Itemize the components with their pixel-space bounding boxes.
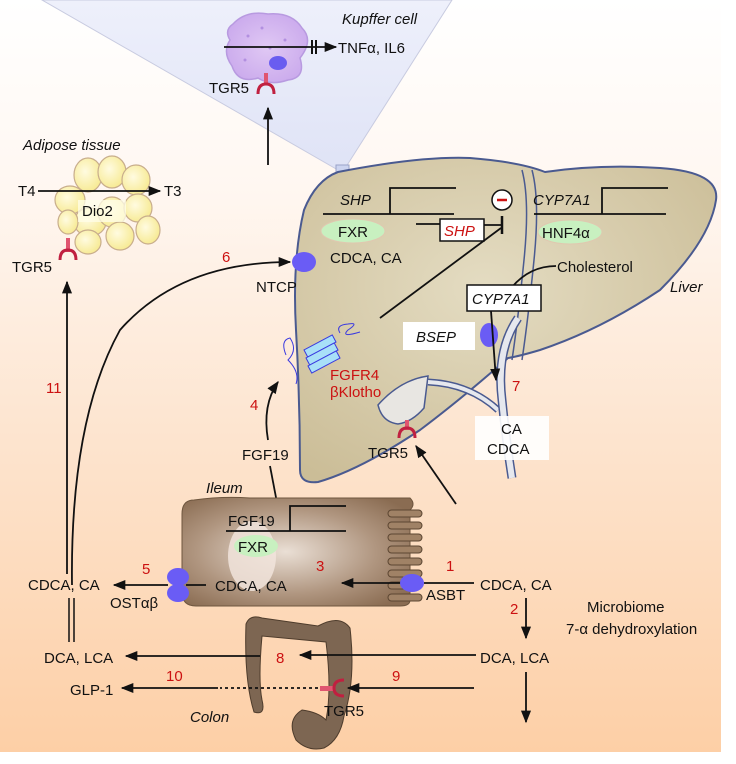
ntcp-transporter-icon	[292, 252, 316, 272]
portal-secondary-label: DCA, LCA	[44, 650, 113, 667]
step-9-label: 9	[392, 668, 400, 685]
step-6-label: 6	[222, 249, 230, 266]
fgf19-gene-tss	[289, 505, 346, 531]
microbiome-process-label: 7-α dehydroxylation	[566, 621, 697, 638]
kupffer-nucleus	[269, 56, 287, 70]
dio2-box	[78, 200, 126, 222]
cyp7a1-gene-label: CYP7A1	[533, 192, 591, 209]
fgfr4-receptor-icon	[283, 323, 361, 385]
hnf4a-ellipse	[537, 219, 603, 245]
fgf19-secreted-label: FGF19	[242, 447, 289, 464]
shp-gene-tss	[389, 187, 456, 214]
adipose-tgr5-label: TGR5	[12, 259, 52, 276]
step-10-label: 10	[166, 668, 183, 685]
gallbladder-tgr5-label: TGR5	[368, 445, 408, 462]
fgf19-gene-label: FGF19	[228, 513, 275, 530]
ntcp-label: NTCP	[256, 279, 297, 296]
cyp7a1-protein-box	[466, 284, 542, 312]
step-1-label: 1	[446, 558, 454, 575]
arrow-to-gallbladder-tgr5	[415, 444, 457, 505]
colon-icon	[245, 616, 353, 750]
step-5-label: 5	[142, 561, 150, 578]
shp-protein-box	[439, 218, 485, 242]
step-8-label: 8	[276, 650, 284, 667]
cyp7a1-protein-label: CYP7A1	[472, 291, 530, 308]
bile-output-cdca: CDCA	[487, 441, 530, 458]
fxr-ileum-label: FXR	[238, 539, 268, 556]
ost-beta-transporter-icon	[167, 584, 189, 602]
fxr-liver-ellipse	[320, 218, 386, 244]
ileum-title: Ileum	[206, 480, 243, 497]
lumen-secondary-label: DCA, LCA	[480, 650, 549, 667]
t4-label: T4	[18, 183, 36, 200]
cholesterol-label: Cholesterol	[557, 259, 633, 276]
glp1-label: GLP-1	[70, 682, 113, 699]
colon-tgr5-label: TGR5	[324, 703, 364, 720]
kupffer-tgr5-receptor-icon	[256, 73, 276, 95]
step-4-arrow	[265, 380, 279, 441]
cholesterol-to-cyp7a1-line	[511, 265, 557, 288]
step-3-label: 3	[316, 558, 324, 575]
asbt-transporter-icon	[400, 574, 424, 592]
adipose-title: Adipose tissue	[22, 137, 121, 154]
bklotho-label: βKlotho	[330, 384, 381, 401]
kupffer-title: Kupffer cell	[342, 11, 418, 28]
step-11-label: 11	[46, 380, 62, 397]
asbt-label: ASBT	[426, 587, 465, 604]
fgfr4-to-shp-line	[379, 227, 502, 319]
bile-output-ca: CA	[501, 421, 522, 438]
gallbladder-tgr5-receptor-icon	[397, 420, 417, 439]
colon-tgr5-receptor-icon	[320, 678, 345, 698]
kupffer-output-label: TNFα, IL6	[338, 40, 405, 57]
portal-primary-label: CDCA, CA	[28, 577, 100, 594]
step-4-label: 4	[250, 397, 258, 414]
shp-gene-label: SHP	[340, 192, 371, 209]
step-6-arrow	[71, 256, 292, 586]
kupffer-tgr5-label: TGR5	[209, 80, 249, 97]
liver-title: Liver	[670, 279, 704, 296]
dio2-label: Dio2	[82, 203, 113, 220]
gallbladder	[377, 375, 429, 425]
step-2-label: 2	[510, 601, 518, 618]
ileum-bile-acids-label: CDCA, CA	[215, 578, 287, 595]
t3-label: T3	[164, 183, 182, 200]
bsep-transporter-icon	[480, 323, 498, 347]
hnf4a-label: HNF4α	[542, 225, 590, 242]
cyp7a1-gene-tss	[601, 187, 668, 214]
bile-output-box	[475, 416, 549, 460]
colon-title: Colon	[190, 709, 229, 726]
lumen-primary-label: CDCA, CA	[480, 577, 552, 594]
cyp7a1-to-bile-arrow	[490, 310, 501, 382]
bsep-box	[403, 322, 475, 350]
ost-label: OSTαβ	[110, 595, 159, 612]
bsep-label: BSEP	[416, 329, 456, 346]
adipose-tgr5-receptor-icon	[58, 238, 78, 261]
fxr-ileum-ellipse	[234, 535, 278, 557]
microbiome-label: Microbiome	[587, 599, 665, 616]
liver-bile-acids-label: CDCA, CA	[330, 250, 402, 267]
fxr-liver-label: FXR	[338, 224, 368, 241]
fgfr4-label: FGFR4	[330, 367, 379, 384]
liver-lobe-divider	[511, 169, 528, 361]
ost-alpha-transporter-icon	[167, 568, 189, 586]
step-7-label: 7	[512, 378, 520, 395]
shp-protein-label: SHP	[444, 223, 475, 240]
